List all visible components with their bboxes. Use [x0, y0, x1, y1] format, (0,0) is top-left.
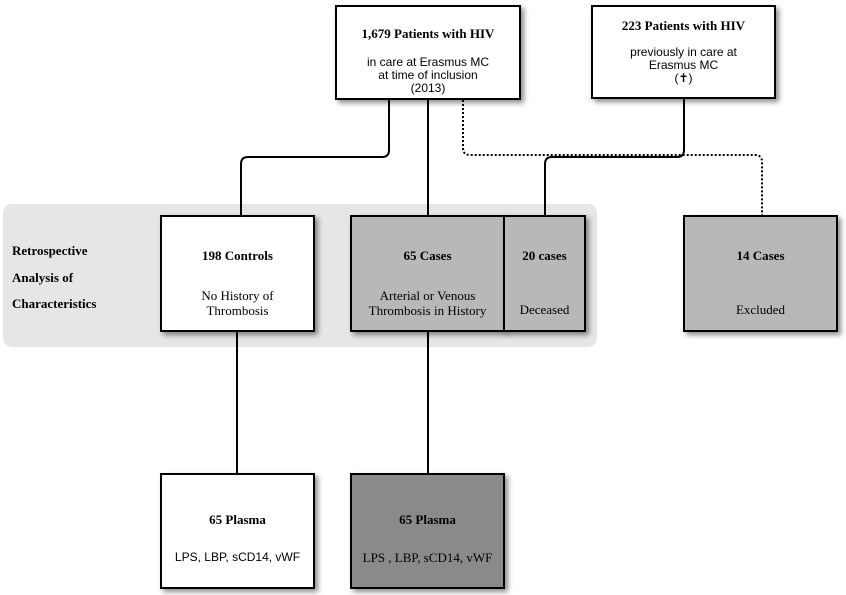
current-patients-line-1: in care at Erasmus MC: [366, 55, 490, 69]
cases-line-1: Arterial or Venous: [379, 288, 476, 303]
current-patients-box: 1,679 Patients with HIV in care at Erasm…: [335, 5, 521, 100]
previous-patients-line-1: previously in care at: [630, 45, 737, 59]
current-patients-title: 1,679 Patients with HIV: [361, 26, 495, 41]
previous-patients-title: 223 Patients with HIV: [621, 18, 746, 33]
cases-title: 65 Cases: [403, 248, 452, 263]
plasma-cases-box: 65 Plasma LPS , LBP, sCD14, vWF: [350, 473, 505, 589]
controls-line-1: No History of: [201, 288, 274, 303]
cases-line-2: Thrombosis in History: [368, 303, 487, 318]
analysis-label-line-1: Retrospective: [12, 243, 88, 258]
controls-box: 198 Controls No History of Thrombosis: [160, 215, 315, 332]
connector-previous-to-deceased: [544, 99, 685, 216]
excluded-line-1: Excluded: [735, 302, 786, 317]
plasma-controls-title: 65 Plasma: [209, 512, 266, 527]
plasma-controls-markers: LPS, LBP, sCD14, vWF: [174, 550, 301, 564]
analysis-label-line-3: Characteristics: [12, 296, 97, 311]
deceased-line-1: Deceased: [519, 302, 570, 317]
previous-patients-line-2: Erasmus MC: [648, 58, 719, 72]
plasma-cases-title: 65 Plasma: [399, 512, 456, 527]
connector-current-to-controls: [240, 100, 390, 216]
current-patients-line-2: at time of inclusion: [378, 68, 478, 82]
connector-current-to-excluded: [462, 100, 763, 216]
controls-line-2: Thrombosis: [206, 303, 269, 318]
plasma-controls-box: 65 Plasma LPS, LBP, sCD14, vWF: [160, 473, 315, 589]
controls-title: 198 Controls: [202, 248, 273, 263]
cases-box: 65 Cases Arterial or Venous Thrombosis i…: [350, 215, 505, 332]
deceased-title: 20 cases: [522, 248, 567, 263]
current-patients-line-3: (2013): [410, 81, 446, 95]
excluded-box: 14 Cases Excluded: [683, 215, 838, 332]
previous-patients-box: 223 Patients with HIV previously in care…: [591, 5, 776, 99]
plasma-cases-markers: LPS , LBP, sCD14, vWF: [362, 550, 493, 565]
analysis-label-line-2: Analysis of: [12, 270, 74, 285]
deceased-box: 20 cases Deceased: [503, 215, 586, 332]
excluded-title: 14 Cases: [736, 248, 785, 263]
previous-patients-line-3: (✝): [674, 71, 693, 85]
